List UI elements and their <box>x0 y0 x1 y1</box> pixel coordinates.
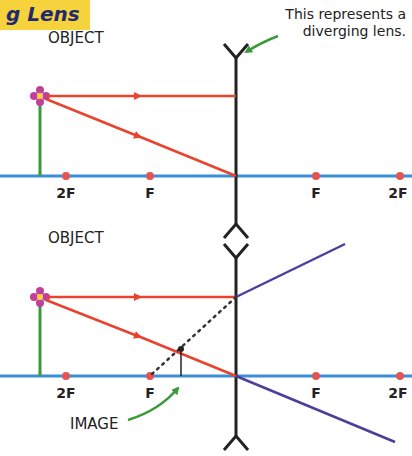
focal-label: 2F <box>56 186 75 201</box>
object-label: OBJECT <box>48 230 104 247</box>
light-rays <box>46 96 236 176</box>
principal-axis <box>0 175 412 178</box>
focal-label: F <box>311 186 321 201</box>
light-rays <box>46 297 236 376</box>
diverging-lens <box>224 244 248 450</box>
focal-label: F <box>145 186 155 201</box>
callout-arrow <box>246 36 278 52</box>
principal-axis <box>0 375 412 378</box>
focal-label: 2F <box>56 386 75 401</box>
refracted-rays <box>236 244 395 442</box>
focal-label: F <box>311 386 321 401</box>
focal-label: 2F <box>388 386 407 401</box>
focal-label: 2F <box>388 186 407 201</box>
focal-label: F <box>145 386 155 401</box>
image-arrow <box>178 346 184 376</box>
diverging-lens <box>224 44 248 238</box>
title: g Lens <box>6 2 80 26</box>
virtual-ray <box>152 297 236 374</box>
object-label: OBJECT <box>48 30 104 47</box>
callout-note: This represents a diverging lens. <box>282 6 406 40</box>
title-banner: g Lens <box>0 0 92 32</box>
image-label: IMAGE <box>70 416 118 433</box>
